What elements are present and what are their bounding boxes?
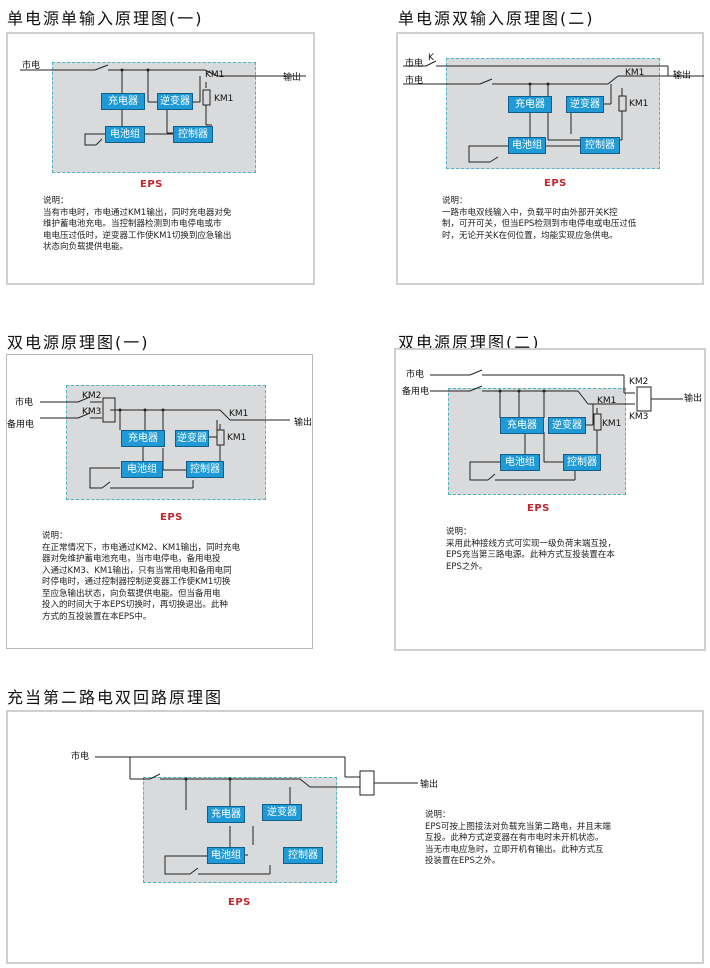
- diagram3-controller-block: 控制器: [186, 461, 224, 478]
- diagram5-controller-block: 控制器: [283, 847, 323, 864]
- diagram2-mains2-label: 市电: [405, 76, 424, 86]
- diagram4-controller-block: 控制器: [563, 454, 601, 471]
- description-line: 电电压过低时，逆变器工作使KM1切换到应急输出: [43, 230, 232, 241]
- description-heading: 说明：: [42, 531, 68, 541]
- description-line: 入通过KM3、KM1输出，只有当常用电和备用电同: [42, 565, 232, 576]
- diagram1-battery-block: 电池组: [105, 126, 145, 143]
- diagram5-title: 充当第二路电双回路原理图: [7, 688, 224, 707]
- diagram3-battery-block: 电池组: [121, 461, 163, 478]
- diagram2-title: 单电源双输入原理图(二): [398, 9, 595, 28]
- description-heading: 说明：: [446, 527, 472, 537]
- diagram1-km1-switch-label: KM1: [205, 70, 225, 80]
- diagram1-output-label: 输出: [283, 73, 302, 83]
- diagram4-km3-label: KM3: [629, 412, 649, 422]
- diagram4-title: 双电源原理图(二): [398, 333, 541, 352]
- diagram3-km3-label: KM3: [82, 407, 102, 417]
- diagram4-backup-label: 备用电: [402, 387, 430, 397]
- description-line: 当无市电应急时，立即开机有输出。此种方式互: [425, 844, 604, 855]
- diagram3-mains-label: 市电: [15, 398, 34, 408]
- description-line: 时停电时，通过控制器控制逆变器工作使KM1切换: [42, 577, 231, 587]
- diagram5-eps-label: EPS: [228, 897, 251, 908]
- diagram3-eps-label: EPS: [160, 512, 183, 523]
- diagram4-battery-block: 电池组: [500, 454, 540, 471]
- diagram1-charger-block: 充电器: [101, 93, 145, 110]
- diagram5-description: 说明： EPS可按上图接法对负载充当第二路电，并且末端 互投。此种方式逆变器在有…: [425, 810, 665, 868]
- diagram3-title: 双电源原理图(一): [7, 333, 150, 352]
- description-line: 投装置在EPS之外。: [425, 856, 501, 866]
- diagram3-output-label: 输出: [294, 418, 313, 428]
- diagram3-km1-switch-label: KM1: [229, 409, 249, 419]
- diagram3-charger-block: 充电器: [121, 430, 165, 447]
- diagram5-charger-block: 充电器: [207, 806, 245, 823]
- diagram5-panel: [6, 710, 704, 964]
- diagram4-eps-box: [448, 388, 626, 495]
- diagram3-inverter-block: 逆变器: [175, 430, 209, 447]
- diagram2-description: 说明： 一路市电双线输入中，负载平时由外部开关K控 制，可开可关，但当EPS检测…: [442, 196, 682, 242]
- diagram3-km2-label: KM2: [82, 391, 102, 401]
- diagram1-description: 说明： 当有市电时，市电通过KM1输出，同时充电器对免 维护蓄电池充电。当控制器…: [43, 196, 283, 254]
- diagram1-eps-label: EPS: [140, 179, 163, 190]
- description-heading: 说明：: [442, 196, 468, 206]
- diagram1-inverter-block: 逆变器: [157, 93, 193, 110]
- diagram1-mains-label: 市电: [22, 61, 41, 71]
- diagram2-inverter-block: 逆变器: [566, 96, 604, 113]
- description-line: EPS之外。: [446, 561, 488, 572]
- description-heading: 说明：: [43, 196, 69, 206]
- description-line: 方式的互投装置在本EPS中。: [42, 611, 152, 622]
- description-line: 当有市电时，市电通过KM1输出，同时充电器对免: [43, 207, 232, 218]
- diagram4-km1-switch-label: KM1: [597, 396, 617, 406]
- diagram4-description: 说明： 采用此种接线方式可实现一级负荷末端互投， EPS充当第三路电源。此种方式…: [446, 527, 686, 573]
- diagram3-description: 说明： 在正常情况下，市电通过KM2、KM1输出，同时充电 器对免维护蓄电池充电…: [42, 531, 292, 623]
- diagram2-eps-label: EPS: [544, 178, 567, 189]
- diagram4-output-label: 输出: [684, 394, 703, 404]
- diagram2-km1-switch-label: KM1: [625, 68, 645, 78]
- diagram2-km1-relay-label: KM1: [629, 99, 649, 109]
- diagram2-output-label: 输出: [673, 71, 692, 81]
- description-heading: 说明：: [425, 810, 451, 820]
- diagram1-title: 单电源单输入原理图(一): [7, 9, 204, 28]
- description-line: 互投。此种方式逆变器在有市电时未开机状态。: [425, 833, 604, 843]
- description-line: 在正常情况下，市电通过KM2、KM1输出，同时充电: [42, 542, 241, 553]
- diagram5-eps-box: [143, 777, 337, 883]
- diagram2-switch-k-label: K: [428, 53, 434, 63]
- description-line: 至应急输出状态，向负载提供电能。但当备用电: [42, 588, 221, 599]
- diagram5-battery-block: 电池组: [207, 847, 245, 864]
- diagram5-output-label: 输出: [420, 780, 439, 790]
- diagram4-charger-block: 充电器: [500, 417, 544, 434]
- diagram3-eps-box: [66, 385, 266, 500]
- description-line: 制，可开可关，但当EPS检测到市电停电或电压过低: [442, 219, 637, 229]
- diagram4-mains-label: 市电: [406, 370, 425, 380]
- description-line: EPS充当第三路电源。此种方式互投装置在本: [446, 550, 615, 560]
- diagram1-eps-box: [52, 62, 256, 173]
- diagram2-battery-block: 电池组: [508, 137, 546, 154]
- diagram1-controller-block: 控制器: [173, 126, 213, 143]
- description-line: 采用此种接线方式可实现一级负荷末端互投，: [446, 538, 617, 549]
- diagram4-eps-label: EPS: [527, 503, 550, 514]
- description-line: 投入的时间大于本EPS切换时，再切换退出。此种: [42, 600, 228, 610]
- diagram4-inverter-block: 逆变器: [548, 417, 586, 434]
- diagram2-controller-block: 控制器: [580, 137, 620, 154]
- diagram5-mains-label: 市电: [71, 752, 90, 762]
- diagram4-km2-label: KM2: [629, 377, 649, 387]
- description-line: EPS可按上图接法对负载充当第二路电，并且末端: [425, 821, 611, 832]
- diagram5-inverter-block: 逆变器: [262, 804, 302, 821]
- description-line: 器对免维护蓄电池充电，当市电停电，备用电投: [42, 554, 221, 564]
- diagram3-backup-label: 备用电: [7, 420, 35, 430]
- description-line: 状态向负载提供电能。: [43, 242, 129, 252]
- description-line: 一路市电双线输入中，负载平时由外部开关K控: [442, 207, 618, 218]
- diagram2-mains1-label: 市电: [405, 59, 424, 69]
- diagram4-km1-relay-label: KM1: [602, 419, 622, 429]
- diagram1-km1-relay-label: KM1: [214, 94, 234, 104]
- diagram2-charger-block: 充电器: [508, 96, 552, 113]
- description-line: 维护蓄电池充电。当控制器检测到市电停电或市: [43, 219, 222, 229]
- diagram3-km1-relay-label: KM1: [227, 433, 247, 443]
- description-line: 时，无论开关K在何位置，均能实现应急供电。: [442, 230, 618, 241]
